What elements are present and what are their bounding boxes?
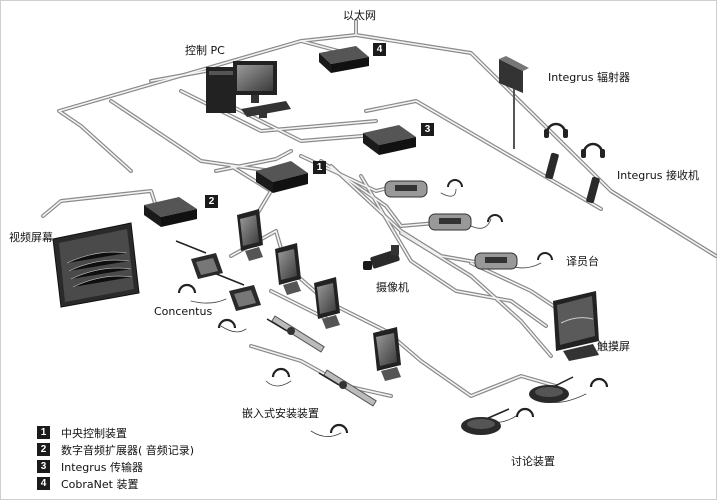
integrus-transmitter-box	[363, 125, 416, 155]
camera	[363, 245, 400, 270]
camera-label: 摄像机	[376, 281, 409, 294]
interpreter-desk-label: 译员台	[566, 255, 599, 268]
integrus-receiver-label: Integrus 接收机	[617, 169, 700, 182]
flush-mounted-units	[266, 315, 377, 407]
interpreter-desks	[384, 179, 553, 270]
callout-4: 4	[373, 43, 386, 56]
legend-text: 中央控制装置	[61, 427, 127, 440]
touch-screen	[553, 291, 599, 361]
cobranet-box	[319, 46, 369, 73]
ethernet-label: 以太网	[343, 9, 376, 22]
callout-2: 2	[205, 195, 218, 208]
touch-screen-label: 触摸屏	[597, 340, 630, 353]
concentus-units	[175, 209, 401, 381]
central-control-box	[256, 161, 308, 193]
flush-mounted-label: 嵌入式安装装置	[242, 407, 319, 420]
headphones	[177, 283, 609, 434]
legend-number: 1	[37, 426, 50, 439]
audio-expander-box	[144, 197, 197, 227]
legend-number: 4	[37, 477, 50, 490]
legend-text: 数字音频扩展器( 音频记录)	[61, 444, 195, 457]
discussion-units	[461, 376, 574, 435]
control-pc	[206, 61, 291, 118]
integrus-radiator	[499, 56, 529, 149]
control-pc-label: 控制 PC	[185, 44, 225, 57]
discussion-label: 讨论装置	[511, 455, 555, 468]
callout-1: 1	[313, 161, 326, 174]
integrus-radiator-label: Integrus 辐射器	[548, 71, 631, 84]
legend-text: Integrus 传输器	[61, 461, 144, 474]
concentus-label: Concentus	[154, 305, 213, 318]
legend-number: 3	[37, 460, 50, 473]
legend-number: 2	[37, 443, 50, 456]
video-screen-label: 视频屏幕	[9, 231, 53, 244]
legend-text: CobraNet 装置	[61, 478, 139, 491]
integrus-receivers	[544, 122, 605, 204]
video-screen	[52, 222, 140, 308]
callout-3: 3	[421, 123, 434, 136]
